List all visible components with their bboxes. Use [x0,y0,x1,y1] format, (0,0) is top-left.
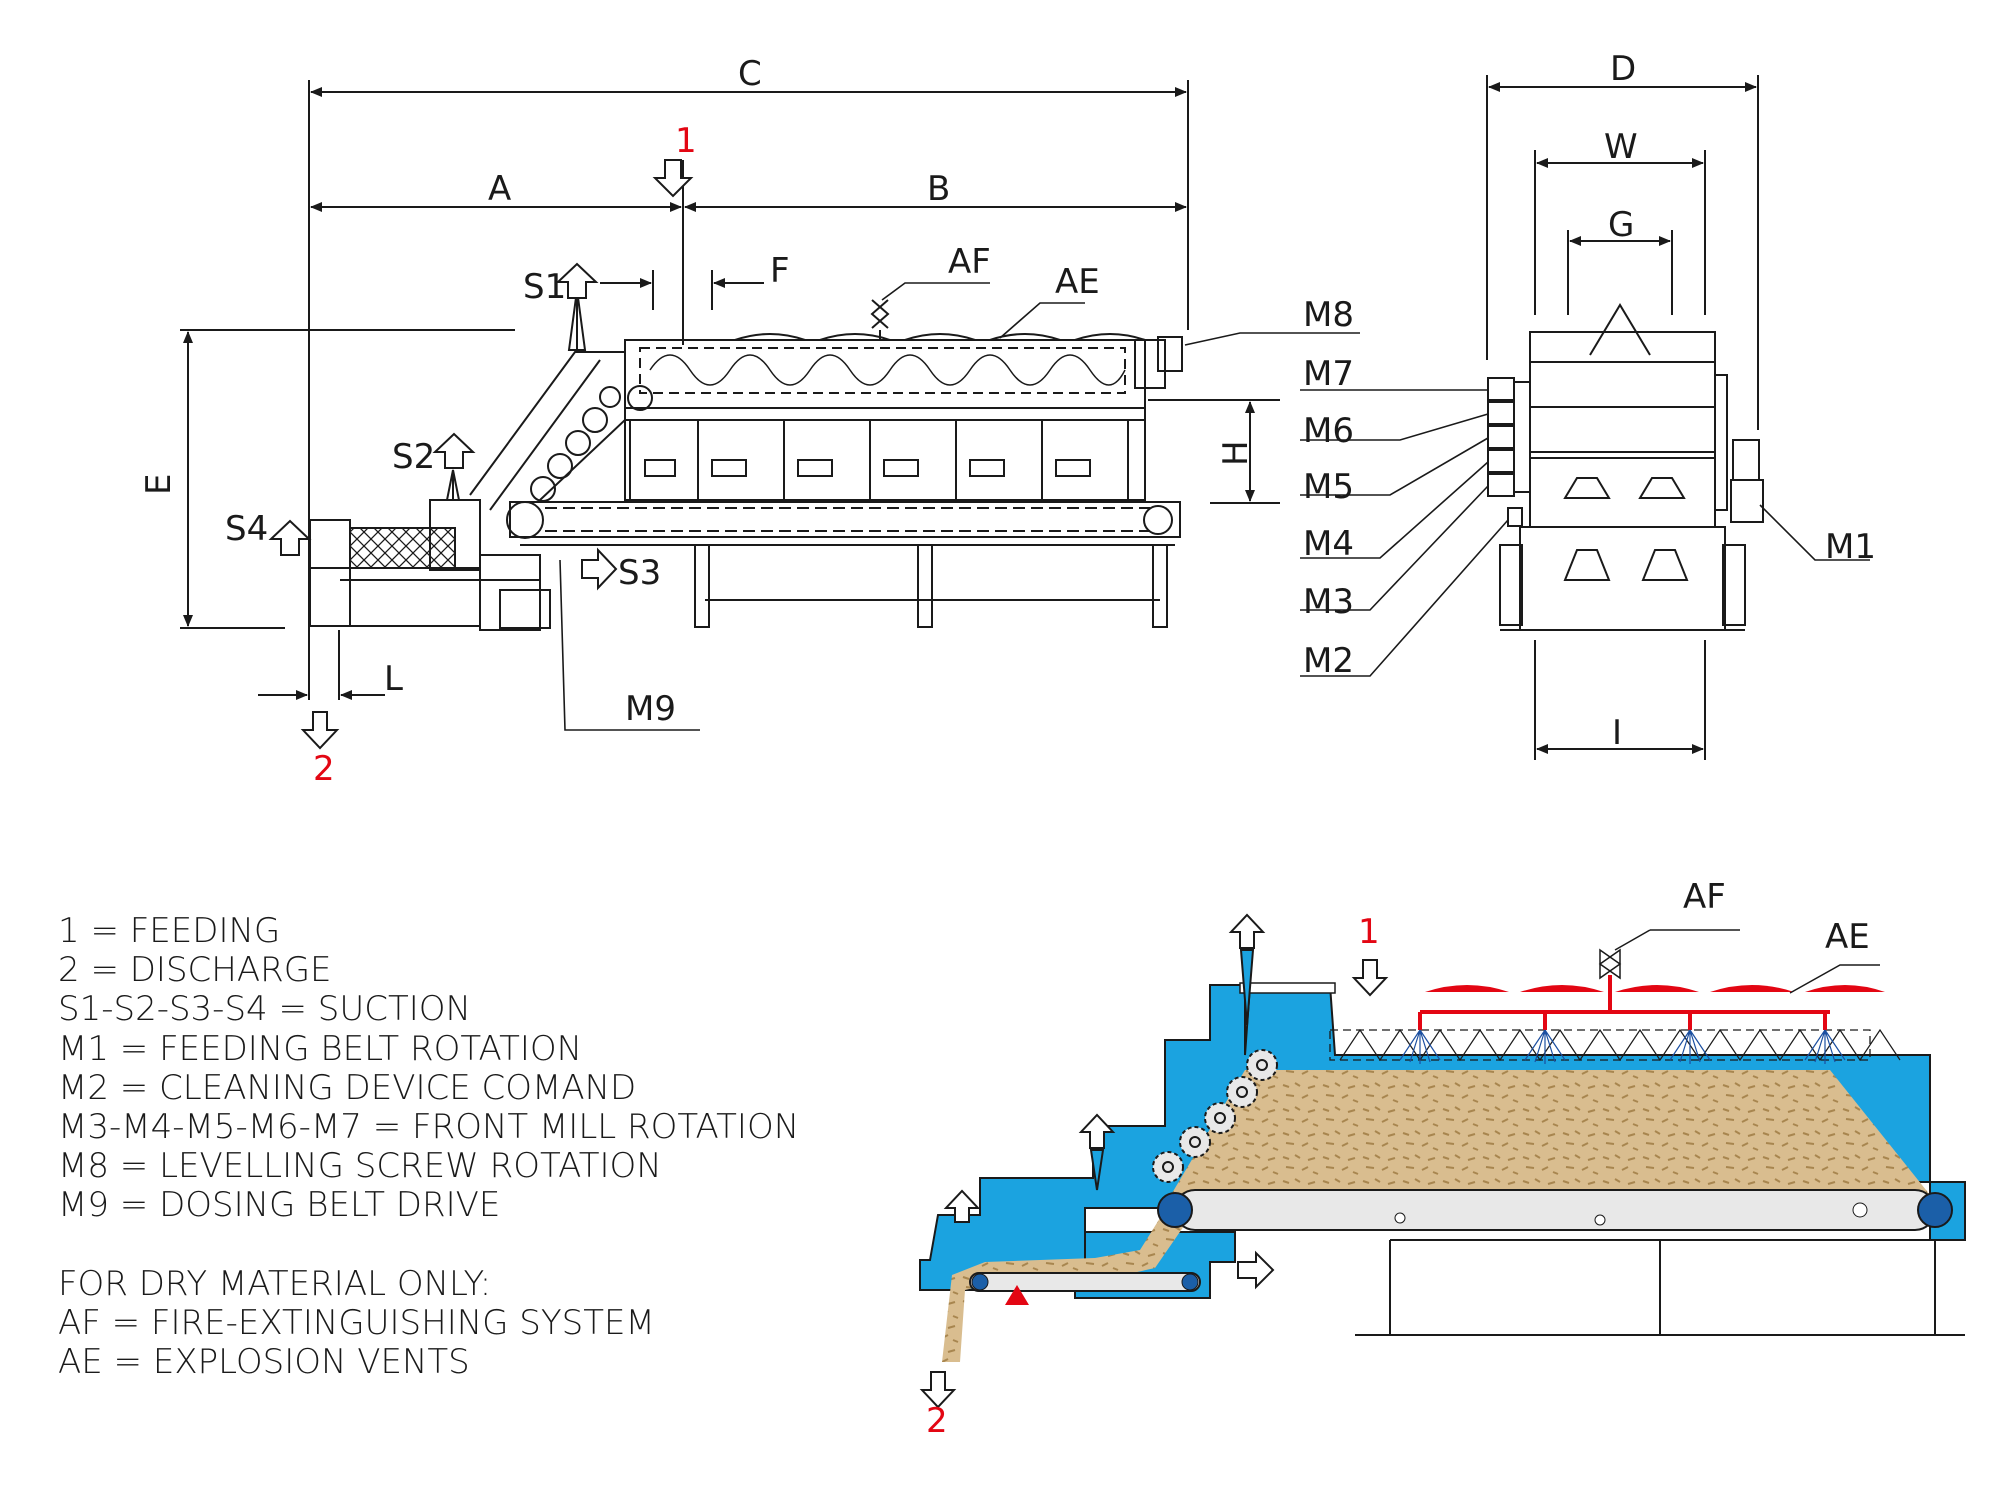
section-suction [919,913,1389,1409]
legend-item: M3-M4-M5-M6-M7 = FRONT MILL ROTATION [58,1107,800,1148]
legend-item: 2 = DISCHARGE [58,950,332,991]
discharge-mark-top: 2 [313,749,335,789]
dim-A: A [488,169,511,209]
label-AE: AE [1055,262,1100,302]
explosion-vents [1425,985,1885,992]
legend-item: M1 = FEEDING BELT ROTATION [58,1028,583,1069]
label-M3: M3 [1303,582,1354,622]
label-S1: S1 [523,267,566,307]
label-M1: M1 [1825,527,1876,567]
inspection-windows [629,419,1129,501]
dim-I: I [1612,713,1622,753]
feed-mark-top: 1 [675,121,697,161]
legend-item: M9 = DOSING BELT DRIVE [58,1185,501,1226]
mill-rollers [530,385,653,502]
legend-item: S1-S2-S3-S4 = SUCTION [58,989,471,1030]
section-label-AF: AF [1683,877,1726,917]
motor-leaders [1300,389,1870,677]
spray-nozzles [1399,1029,1846,1064]
suction-arrows [268,159,694,750]
dim-C: C [738,54,762,94]
discharge-mark-section: 2 [926,1401,948,1441]
mill-gears [1152,1049,1278,1183]
section-view: 1 2 AF AE [919,877,1966,1441]
fire-extinguishing-system [1418,975,1830,1030]
dim-F: F [770,251,790,291]
label-M5: M5 [1303,467,1354,507]
callout-leaders [559,282,1360,731]
legend: 1 = FEEDING 2 = DISCHARGE S1-S2-S3-S4 = … [58,911,800,1383]
label-S3: S3 [618,553,661,593]
legend-item: AE = EXPLOSION VENTS [58,1342,470,1383]
dim-L: L [384,659,403,699]
label-S4: S4 [225,509,268,549]
label-M9: M9 [625,689,676,729]
dim-E: E [139,474,179,495]
material-bed [1165,1070,1930,1210]
dimension-labels: C A B F E H L S1 S2 S4 S3 AF AE M9 1 2 [139,54,1256,789]
dim-D: D [1610,49,1636,89]
section-label-AE: AE [1825,917,1870,957]
end-view [1486,75,1764,760]
label-M2: M2 [1303,641,1354,681]
dim-G: G [1608,205,1634,245]
feed-mark-section: 1 [1358,912,1380,952]
dim-W: W [1604,127,1638,167]
dim-H: H [1216,440,1256,466]
label-M6: M6 [1303,411,1354,451]
legend-item: M8 = LEVELLING SCREW ROTATION [58,1146,662,1187]
label-AF: AF [948,242,991,282]
support-frame [1355,1239,1965,1336]
legend-dry-header: FOR DRY MATERIAL ONLY: [58,1263,492,1304]
side-elevation [180,80,1280,700]
label-M7: M7 [1303,354,1354,394]
label-M4: M4 [1303,524,1354,564]
end-view-labels: D W G I M8 M7 M6 M5 M4 M3 M2 M1 [1303,49,1876,753]
legend-item: M2 = CLEANING DEVICE COMAND [58,1067,637,1108]
legend-item: 1 = FEEDING [58,911,281,951]
label-S2: S2 [392,437,435,477]
legend-item: AF = FIRE-EXTINGUISHING SYSTEM [58,1302,655,1343]
dim-B: B [927,169,950,209]
label-M8: M8 [1303,295,1354,335]
motor-stack [1487,377,1531,527]
